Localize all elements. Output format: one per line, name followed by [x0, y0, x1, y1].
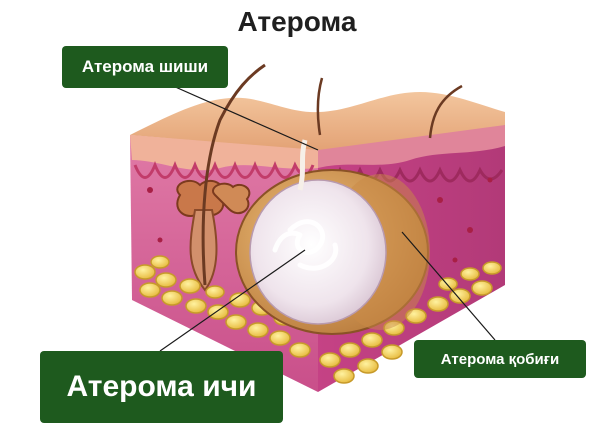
leader-line-capsule [401, 231, 496, 341]
leader-line-shell [154, 77, 319, 151]
label-atheroma-content: Атерома ичи [40, 351, 283, 423]
epidermis-front [130, 135, 318, 171]
leader-line-content [159, 249, 306, 352]
diagram-title: Атерома [237, 6, 357, 37]
hair-shaft [201, 63, 266, 286]
label-atheroma-shell: Атерома шиши [62, 46, 228, 88]
epidermis-right [318, 125, 505, 168]
label-atheroma-capsule: Атерома қобиғи [414, 340, 586, 378]
dermal-papillae [133, 160, 315, 179]
atheroma-core [249, 179, 387, 325]
